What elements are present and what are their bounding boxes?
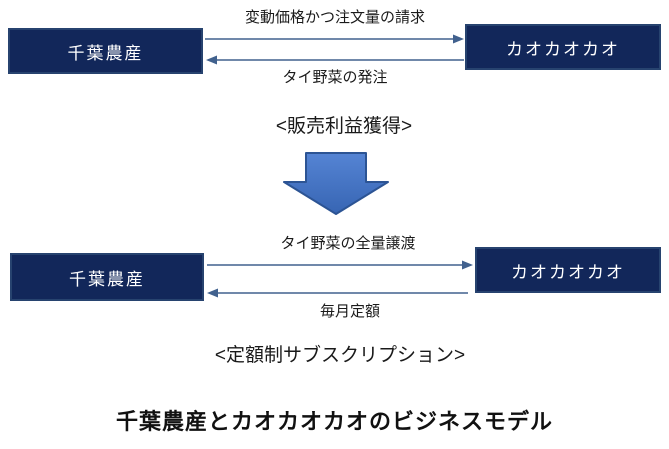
section1-left-entity-box: 千葉農産 [8,28,203,74]
section1-left-entity-label: 千葉農産 [67,43,144,63]
section2-backward-arrow-label: 毎月定額 [319,303,380,320]
diagram-title: 千葉農産とカオカオカオのビジネスモデル [115,409,553,434]
section2-left-entity-box: 千葉農産 [10,253,204,301]
section1-right-entity-label: カオカオカオ [506,39,620,59]
section2-right-entity-label: カオカオカオ [511,262,625,282]
section2-right-arrow-icon [207,260,473,270]
down-arrow-icon [283,152,389,215]
section2-right-entity-box: カオカオカオ [475,247,661,293]
section1-caption: <販売利益獲得> [275,116,413,137]
section1-right-entity-box: カオカオカオ [465,24,661,70]
section1-backward-arrow-label: タイ野菜の発注 [282,69,388,86]
section1-forward-arrow-label: 変動価格かつ注文量の請求 [244,9,425,26]
section1-left-arrow-icon [206,55,464,65]
section2-left-entity-label: 千葉農産 [69,269,145,289]
section1-right-arrow-icon [205,34,464,44]
section2-left-arrow-icon [207,288,468,298]
section2-caption: <定額制サブスクリプション> [214,345,466,366]
section2-forward-arrow-label: タイ野菜の全量譲渡 [280,235,416,252]
